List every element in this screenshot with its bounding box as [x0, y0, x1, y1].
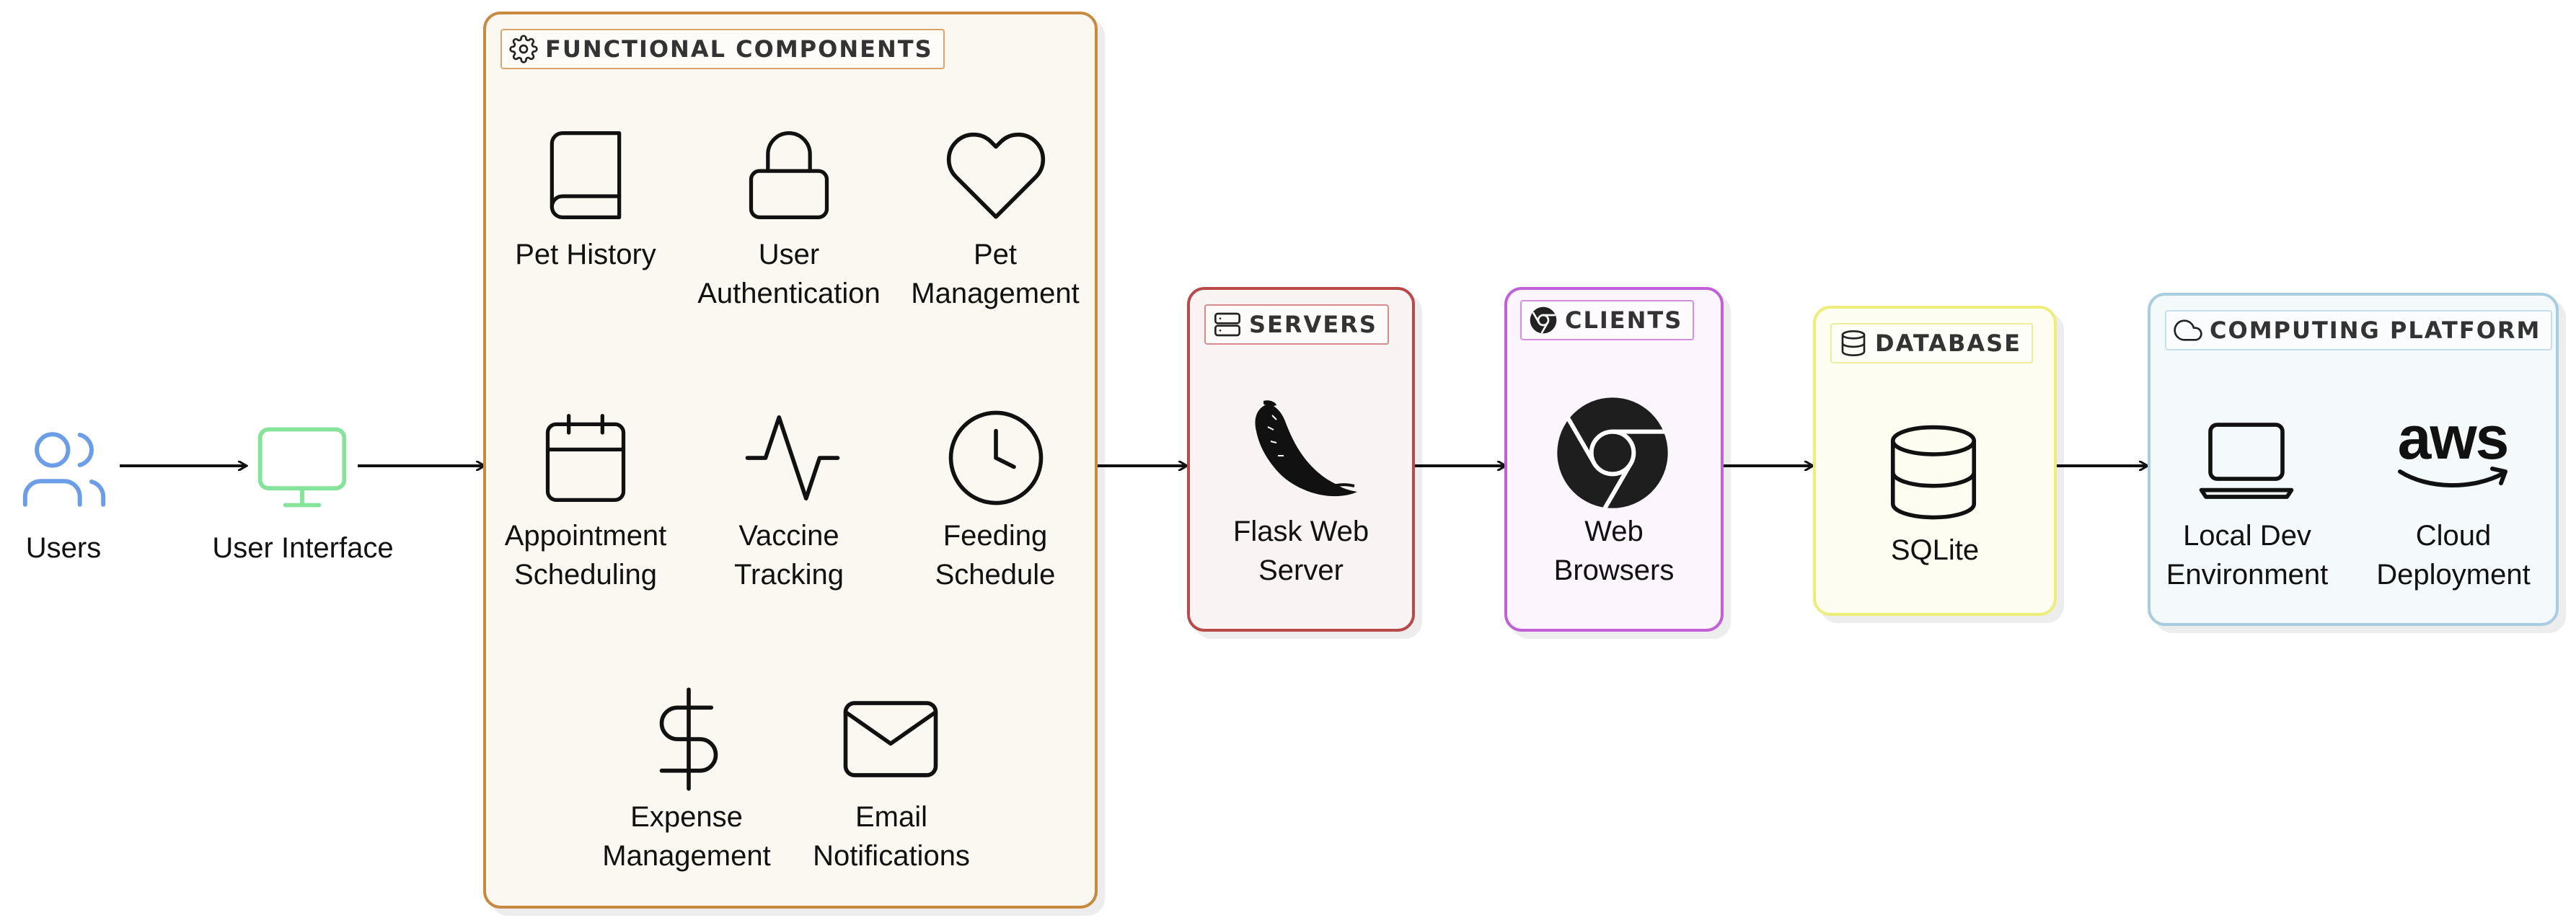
servers-title: SERVERS — [1249, 311, 1377, 338]
users-label: Users — [25, 532, 102, 564]
functional-components-header: FUNCTIONAL COMPONENTS — [500, 29, 945, 69]
cloud-icon — [2174, 319, 2202, 341]
gear-icon — [509, 35, 538, 63]
mail-icon — [837, 685, 945, 793]
clients-title: CLIENTS — [1565, 306, 1683, 334]
heart-icon — [942, 121, 1050, 229]
expense-management-label: Expense Management — [602, 801, 771, 872]
chrome-logo — [1555, 395, 1670, 511]
clients-header: CLIENTS — [1520, 300, 1695, 340]
laptop-icon — [2192, 407, 2301, 515]
flask-web-server-label: Flask Web Server — [1232, 516, 1369, 586]
flask-logo — [1235, 398, 1364, 506]
vaccine-tracking-label: Vaccine Tracking — [734, 520, 844, 591]
database-title: DATABASE — [1875, 330, 2022, 357]
functional-components-group — [483, 12, 1098, 909]
user-authentication-label: User Authentication — [697, 239, 881, 309]
lock-icon — [738, 121, 839, 229]
sqlite-label: SQLite — [1890, 534, 1980, 566]
activity-icon — [738, 404, 847, 512]
database-icon — [1841, 330, 1866, 356]
servers-header: SERVERS — [1204, 304, 1389, 345]
cloud-deployment-label: Cloud Deployment — [2376, 520, 2531, 591]
web-browsers-label: Web Browsers — [1553, 516, 1675, 586]
calendar-icon — [535, 404, 636, 512]
dollar-icon — [635, 685, 743, 793]
pet-management-label: Pet Management — [911, 239, 1080, 309]
pet-history-label: Pet History — [515, 239, 656, 270]
appointment-scheduling-label: Appointment Scheduling — [504, 520, 667, 591]
book-icon — [535, 121, 636, 229]
chrome-icon — [1530, 306, 1557, 334]
user-interface-label: User Interface — [212, 532, 394, 564]
local-dev-environment-label: Local Dev Environment — [2166, 520, 2329, 591]
clock-icon — [942, 404, 1050, 512]
computing-platform-header: COMPUTING PLATFORM — [2165, 310, 2553, 350]
users-icon — [10, 423, 118, 516]
email-notifications-label: Email Notifications — [813, 801, 970, 872]
aws-logo-text: aws — [2398, 408, 2508, 472]
monitor-icon — [248, 417, 356, 518]
computing-platform-title: COMPUTING PLATFORM — [2210, 317, 2541, 344]
functional-components-title: FUNCTIONAL COMPONENTS — [545, 35, 933, 63]
feeding-schedule-label: Feeding Schedule — [935, 520, 1056, 591]
aws-logo: aws — [2391, 408, 2514, 502]
sqlite-database-icon — [1879, 418, 1988, 526]
server-icon — [1214, 312, 1240, 337]
database-header: DATABASE — [1830, 323, 2034, 363]
